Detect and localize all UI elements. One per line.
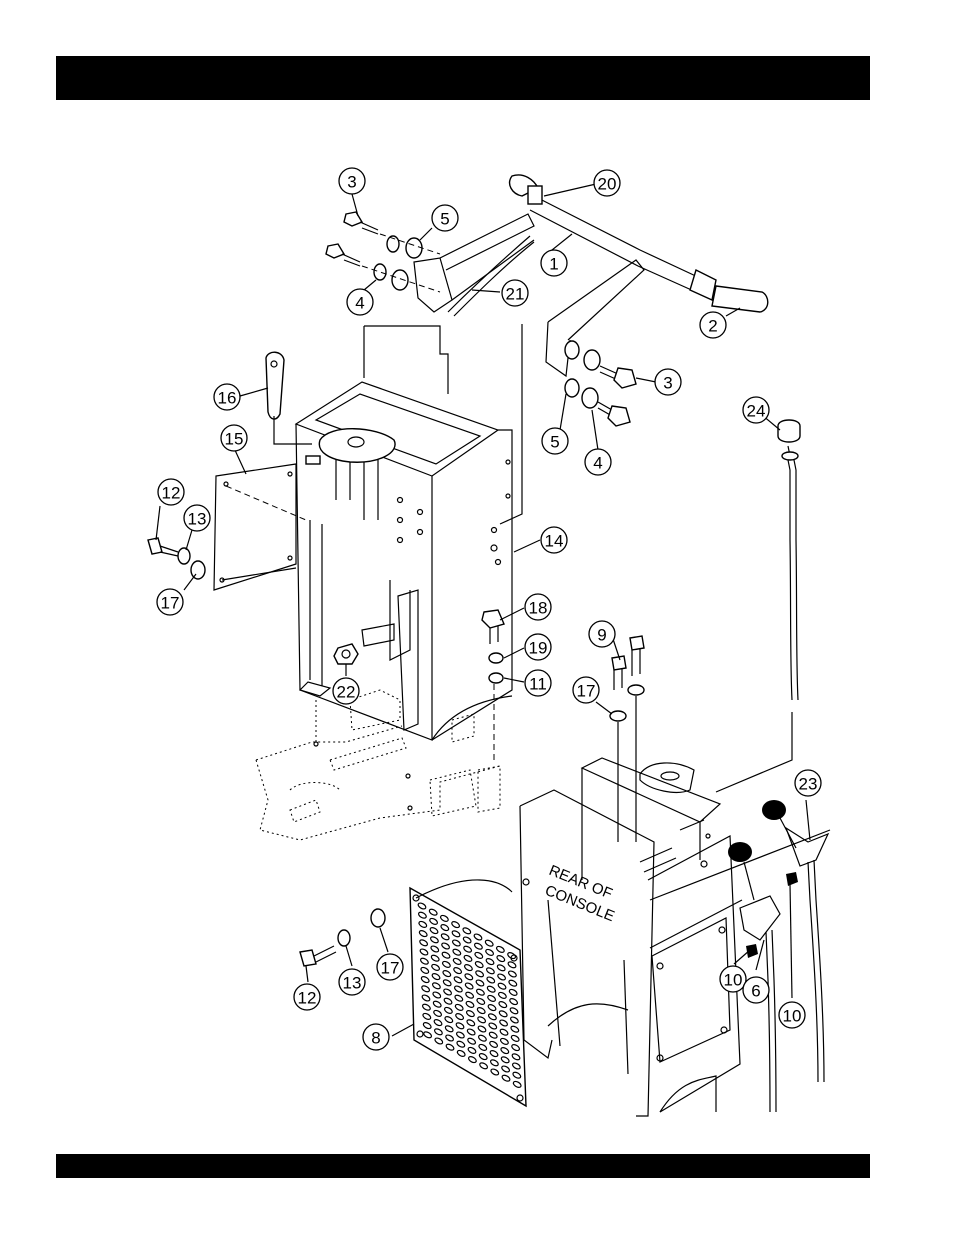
- hardware-left-panel: [148, 538, 205, 579]
- callout-label: 15: [225, 430, 244, 449]
- callout-label: 3: [663, 374, 672, 393]
- frame-outline-dotted: [256, 690, 500, 840]
- hardware-lower-left: [300, 909, 385, 966]
- callout-c4b: 4: [585, 449, 611, 475]
- callout-label: 2: [708, 317, 717, 336]
- callout-label: 17: [381, 959, 400, 978]
- callout-label: 11: [529, 675, 547, 694]
- callout-c12b: 12: [294, 984, 320, 1010]
- lever-part-16: [266, 352, 284, 419]
- hardware-top-left: [326, 212, 440, 292]
- routing-line-right: [500, 324, 522, 524]
- callout-label: 4: [593, 454, 602, 473]
- lever-leader: [274, 416, 312, 444]
- hardware-right: [565, 341, 636, 426]
- callout-c9: 9: [589, 621, 615, 647]
- callout-c5b: 5: [542, 428, 568, 454]
- callout-c11: 11: [525, 670, 551, 696]
- callout-label: 21: [506, 285, 525, 304]
- callout-c17b: 17: [573, 677, 599, 703]
- callout-label: 12: [298, 989, 317, 1008]
- cable-part-24: [716, 420, 800, 792]
- callout-label: 6: [751, 982, 760, 1001]
- callout-label: 20: [598, 175, 617, 194]
- callout-label: 13: [343, 974, 362, 993]
- callout-c20: 20: [594, 170, 620, 196]
- callout-label: 17: [161, 594, 180, 613]
- upper-console: [296, 382, 512, 740]
- callout-label: 10: [724, 971, 743, 990]
- callout-c19: 19: [525, 634, 551, 660]
- handlebar-assembly: [414, 175, 768, 376]
- callout-c22: 22: [333, 678, 359, 704]
- callout-label: 17: [577, 682, 596, 701]
- grille-leader: [416, 880, 512, 898]
- hardware-9-17: [610, 636, 644, 842]
- callout-c14: 14: [541, 527, 567, 553]
- callout-label: 14: [545, 532, 564, 551]
- callout-label: 13: [188, 510, 207, 529]
- callout-c2: 2: [700, 312, 726, 338]
- nut-part-22: [334, 644, 358, 664]
- callout-label: 19: [529, 639, 548, 658]
- callout-c6: 6: [743, 977, 769, 1003]
- callout-c3a: 3: [339, 168, 365, 194]
- callout-label: 23: [799, 775, 818, 794]
- callout-c13b: 13: [339, 969, 365, 995]
- callout-c5a: 5: [432, 205, 458, 231]
- callout-label: 12: [162, 484, 181, 503]
- callout-c8: 8: [363, 1024, 389, 1050]
- cover-plate-part-15: [214, 464, 296, 590]
- callout-label: 1: [549, 255, 558, 274]
- callout-label: 10: [783, 1007, 802, 1026]
- callout-c24: 24: [743, 397, 769, 423]
- callout-label: 5: [440, 210, 449, 229]
- callout-c21: 21: [502, 280, 528, 306]
- callout-label: 18: [529, 599, 548, 618]
- callout-c16: 16: [214, 384, 240, 410]
- hardware-18-19-11: [482, 610, 504, 760]
- callout-label: 9: [597, 626, 606, 645]
- callout-label: 5: [550, 433, 559, 452]
- callout-label: 16: [218, 389, 237, 408]
- callout-c13a: 13: [184, 505, 210, 531]
- callout-c17c: 17: [377, 954, 403, 980]
- callout-label: 24: [747, 402, 766, 421]
- callout-label: 3: [347, 173, 356, 192]
- lower-console: [520, 758, 742, 1116]
- callout-c15: 15: [221, 425, 247, 451]
- callout-c1: 1: [541, 250, 567, 276]
- callout-c12a: 12: [158, 479, 184, 505]
- lever-slot: [306, 456, 320, 464]
- callout-c23: 23: [795, 770, 821, 796]
- callout-c3b: 3: [655, 369, 681, 395]
- routing-line-left: [364, 326, 448, 394]
- callout-label: 8: [371, 1029, 380, 1048]
- callout-c4a: 4: [347, 289, 373, 315]
- callout-c10a: 10: [720, 966, 746, 992]
- grille-panel-part-8: [410, 888, 526, 1106]
- callout-c17a: 17: [157, 589, 183, 615]
- callout-c10b: 10: [779, 1002, 805, 1028]
- callout-label: 22: [337, 683, 356, 702]
- callout-label: 4: [355, 294, 364, 313]
- callout-c18: 18: [525, 594, 551, 620]
